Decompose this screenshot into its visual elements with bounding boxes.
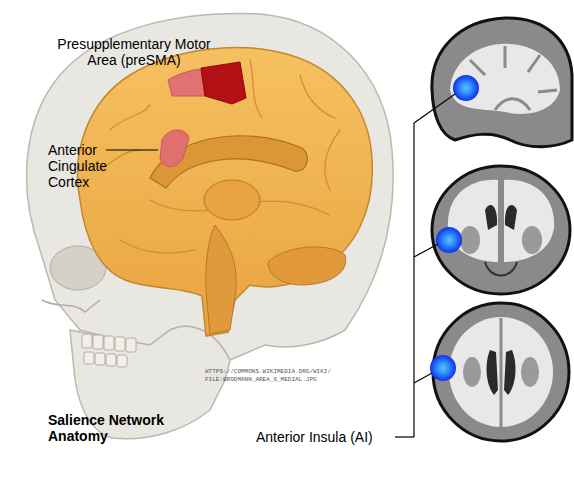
leader-line	[413, 123, 414, 437]
region-label: Anterior Insula (AI)	[256, 429, 396, 445]
presma-core	[201, 62, 246, 104]
skull-nose	[42, 300, 100, 312]
midline	[500, 318, 503, 428]
tooth	[117, 355, 127, 367]
ventricle	[505, 205, 517, 230]
thalamus	[204, 180, 260, 220]
brainstem	[485, 262, 517, 276]
tooth	[115, 337, 125, 351]
sulcus	[528, 55, 540, 72]
brainstem	[206, 225, 236, 334]
tooth	[106, 354, 116, 366]
mri-coronal	[432, 166, 570, 294]
leader-line	[414, 94, 455, 123]
sulcus	[120, 240, 195, 253]
leader-line	[395, 436, 414, 437]
region-label: Anterior Cingulate Cortex	[48, 142, 118, 190]
sulcus	[250, 60, 262, 118]
tooth	[93, 335, 103, 349]
sulcus	[504, 46, 507, 68]
basal-ganglia	[463, 357, 481, 387]
white-matter	[450, 44, 560, 114]
sulcus	[495, 99, 530, 110]
tooth	[126, 338, 136, 352]
white-matter	[504, 180, 554, 262]
leader-line	[414, 373, 432, 383]
figure-title: Salience Network Anatomy	[48, 412, 198, 444]
region-label: Presupplementary Motor Area (preSMA)	[50, 36, 218, 68]
skull-cranium	[27, 13, 394, 360]
ventricle	[504, 350, 515, 395]
tooth	[104, 336, 114, 350]
tooth	[82, 334, 92, 348]
watermark: HTTPS://COMMONS.WIKIMEDIA.ORG/WIKI/ FILE…	[205, 368, 345, 384]
basal-ganglia	[460, 226, 480, 254]
leader-line	[106, 150, 158, 151]
sulcus	[110, 105, 150, 130]
cerebellum	[268, 247, 346, 285]
sulcus	[325, 130, 340, 190]
insula-highlight	[430, 355, 456, 381]
mri-sagittal	[432, 18, 572, 147]
sulcus	[538, 90, 557, 92]
tooth	[95, 353, 105, 365]
sulcus	[470, 60, 485, 75]
presma-region	[168, 69, 205, 96]
ventricle	[485, 205, 497, 230]
basal-ganglia	[521, 357, 539, 387]
insula-highlight	[453, 75, 479, 101]
tooth	[84, 352, 94, 364]
insula-highlight	[436, 227, 462, 253]
leader-line	[414, 244, 438, 257]
brain-medial	[77, 48, 372, 336]
white-matter	[449, 317, 553, 427]
acc-region	[160, 130, 189, 167]
sulcus	[300, 75, 335, 118]
basal-ganglia	[522, 226, 542, 254]
ventricle	[487, 350, 498, 395]
